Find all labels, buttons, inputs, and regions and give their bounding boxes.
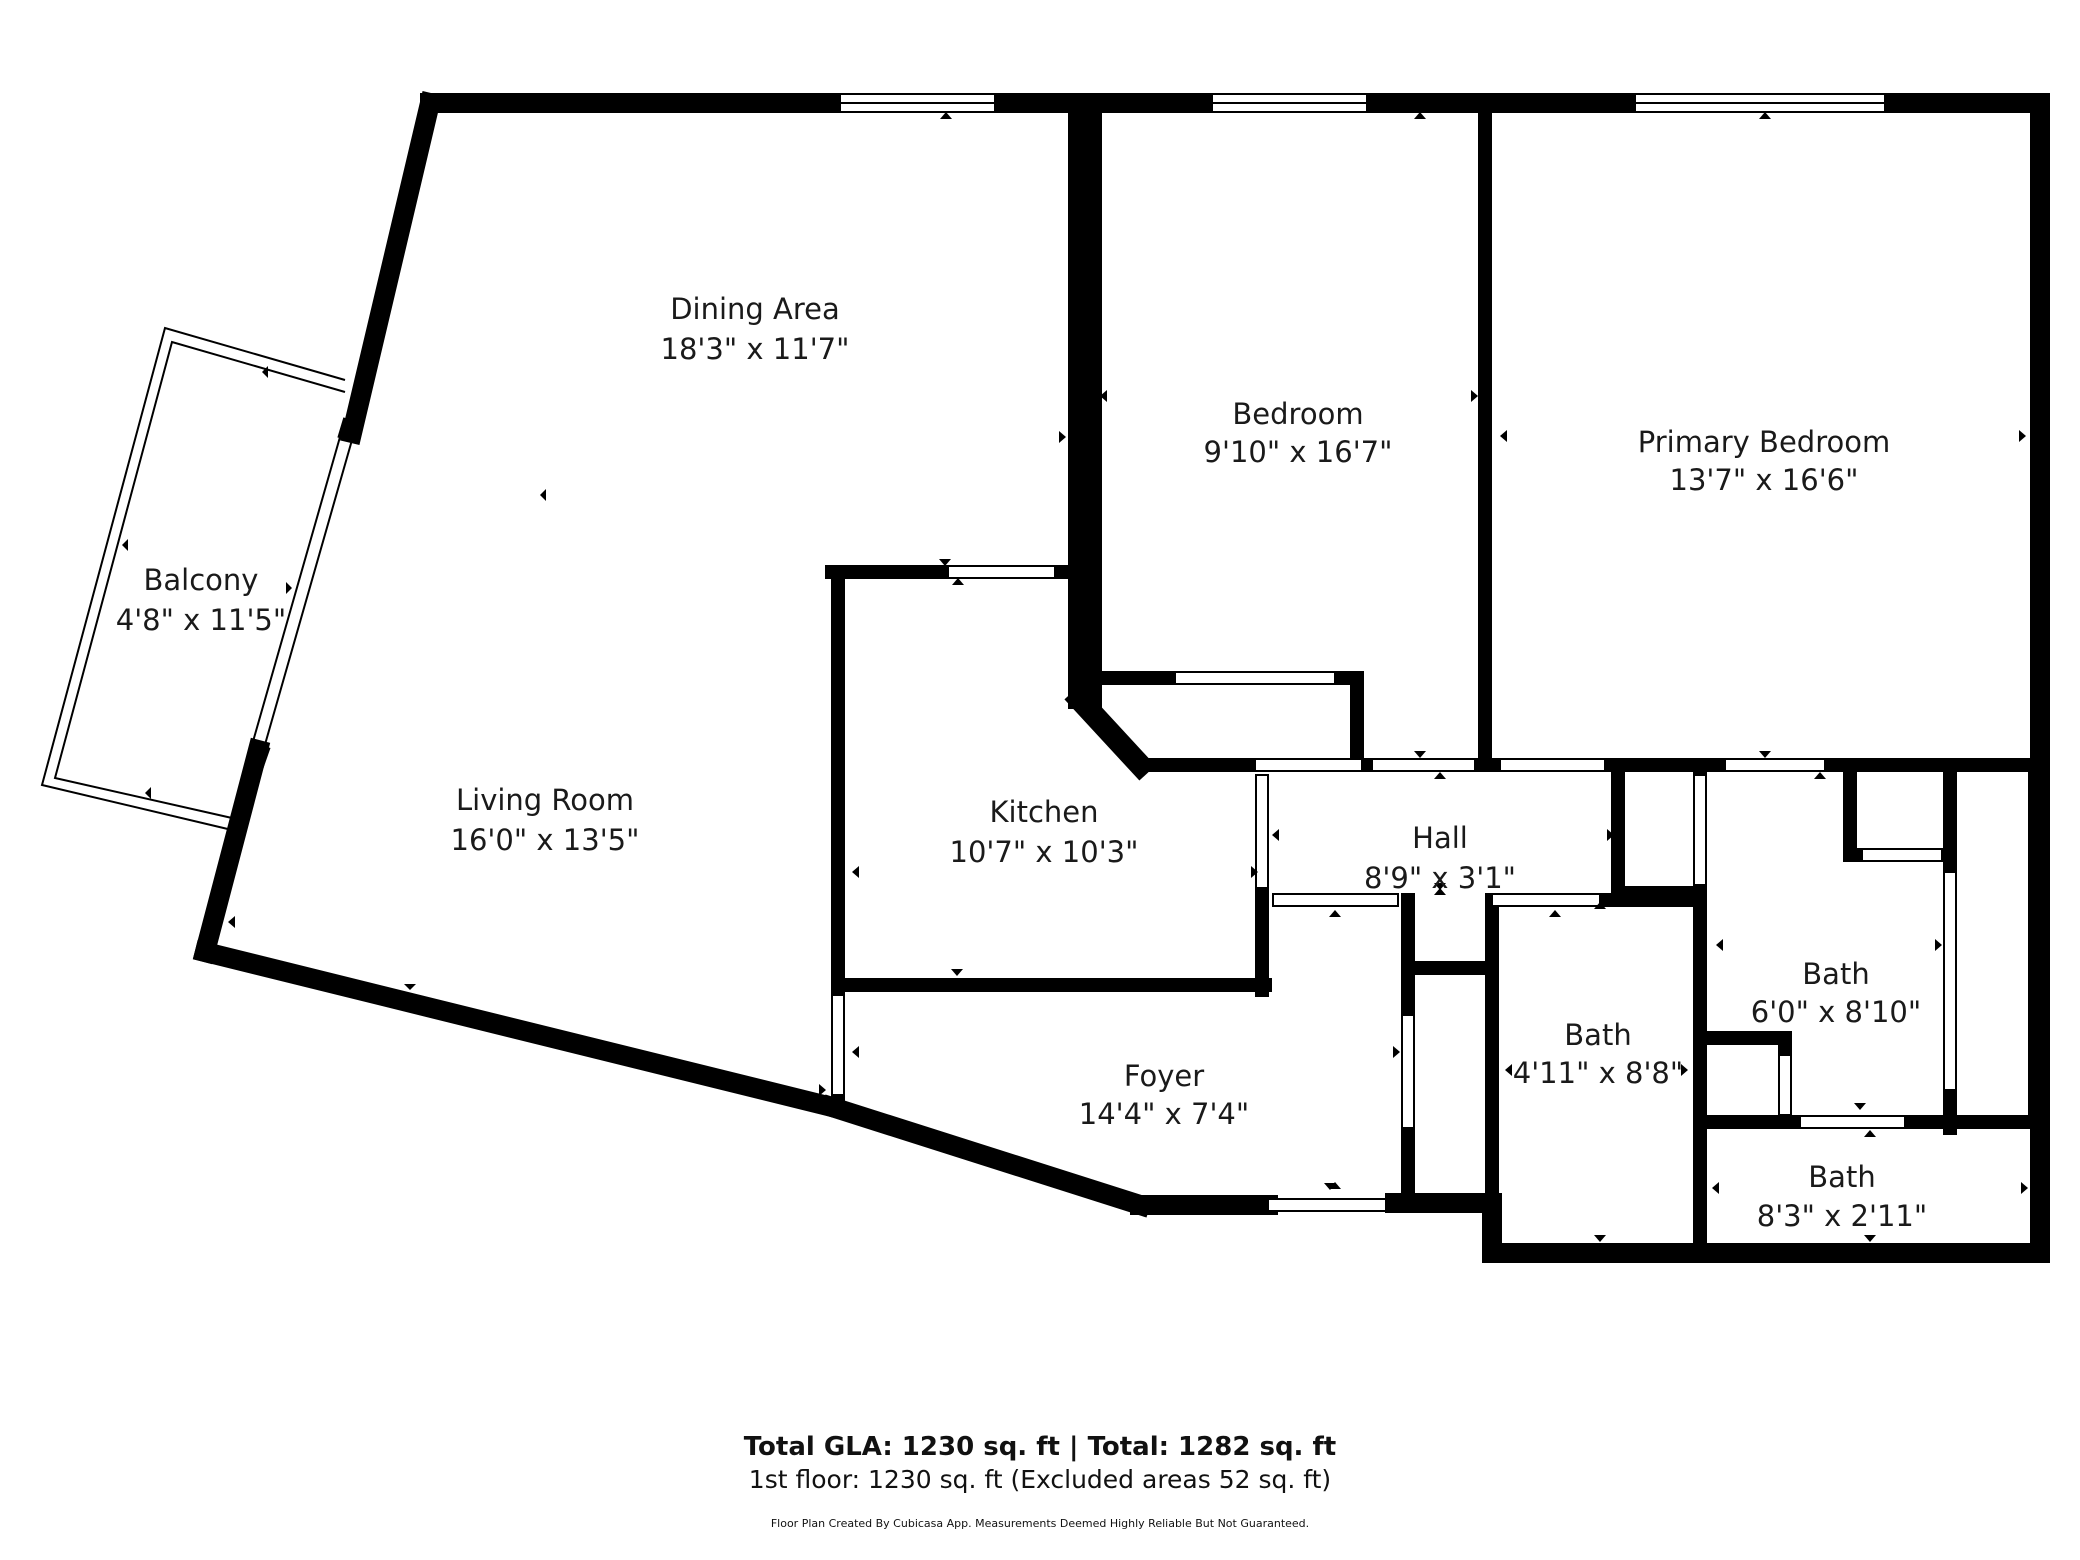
kitchen-name: Kitchen <box>990 795 1099 829</box>
living-room-dims: 16'0" x 13'5" <box>451 823 640 857</box>
dining-area-name: Dining Area <box>670 292 840 326</box>
bedroom-dims: 9'10" x 16'7" <box>1204 435 1393 469</box>
disclaimer-text: Floor Plan Created By Cubicasa App. Meas… <box>770 1517 1310 1530</box>
balcony-name: Balcony <box>144 563 259 597</box>
balcony-outline <box>40 326 346 831</box>
total-gla-summary: Total GLA: 1230 sq. ft | Total: 1282 sq.… <box>743 1432 1337 1462</box>
primary-bedroom-name: Primary Bedroom <box>1638 425 1890 459</box>
kitchen-dims: 10'7" x 10'3" <box>950 835 1139 869</box>
bath-1-dims: 6'0" x 8'10" <box>1751 995 1921 1029</box>
room-labels: Dining Area 18'3" x 11'7" Bedroom 9'10" … <box>116 292 1927 1233</box>
windows <box>839 93 1886 113</box>
foyer-dims: 14'4" x 7'4" <box>1079 1097 1249 1131</box>
bedroom-name: Bedroom <box>1232 397 1363 431</box>
bath-3-dims: 8'3" x 2'11" <box>1757 1199 1927 1233</box>
balcony-dims: 4'8" x 11'5" <box>116 603 286 637</box>
floor-area-summary: 1st floor: 1230 sq. ft (Excluded areas 5… <box>748 1465 1332 1494</box>
hall-name: Hall <box>1412 821 1468 855</box>
bath-3-name: Bath <box>1808 1160 1875 1194</box>
living-room-name: Living Room <box>456 783 634 817</box>
measurement-ticks <box>122 112 2028 1242</box>
foyer-name: Foyer <box>1124 1059 1204 1093</box>
balcony-door <box>246 417 361 768</box>
bath-2-name: Bath <box>1564 1018 1631 1052</box>
primary-bedroom-dims: 13'7" x 16'6" <box>1670 463 1859 497</box>
openings <box>831 565 1957 1212</box>
bath-2-dims: 4'11" x 8'8" <box>1513 1056 1683 1090</box>
interior-walls <box>825 93 2047 1257</box>
bath-1-name: Bath <box>1802 957 1869 991</box>
hall-dims: 8'9" x 3'1" <box>1364 861 1516 895</box>
dining-area-dims: 18'3" x 11'7" <box>661 332 850 366</box>
